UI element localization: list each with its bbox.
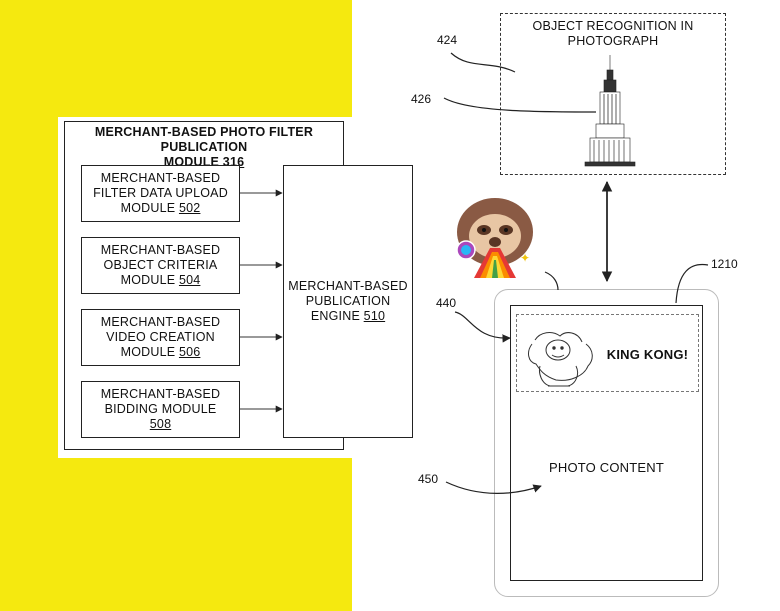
- phone-outline: [494, 289, 719, 597]
- module-arrows: [240, 189, 283, 413]
- object-criteria-module: [81, 237, 240, 294]
- ref-426: 426: [411, 92, 432, 106]
- empire-state-building-icon: [584, 55, 636, 167]
- filter-data-upload-module: [81, 165, 240, 222]
- king-kong-icon: [528, 332, 593, 387]
- filter-text: KING KONG!: [606, 347, 689, 362]
- photo-content-text: PHOTO CONTENT: [548, 460, 665, 475]
- filter-overlay: [516, 314, 699, 392]
- ref-424: 424: [437, 33, 458, 47]
- leader-1210: [675, 263, 709, 304]
- phone-screen: [510, 305, 703, 581]
- ref-440: 440: [436, 296, 457, 310]
- leader-sticker: [544, 271, 559, 291]
- object-recognition-box: [500, 13, 726, 175]
- sloth-sticker-icon: ✦: [456, 198, 533, 278]
- leader-424: [450, 52, 516, 73]
- leader-450: [445, 481, 542, 494]
- publication-engine: [283, 165, 413, 438]
- leader-440: [454, 311, 511, 343]
- bidding-module: [81, 381, 240, 438]
- ref-1210: 1210: [711, 257, 738, 271]
- leader-426: [443, 97, 597, 113]
- ref-450: 450: [418, 472, 439, 486]
- video-creation-module: [81, 309, 240, 366]
- svg-text:✦: ✦: [520, 251, 530, 265]
